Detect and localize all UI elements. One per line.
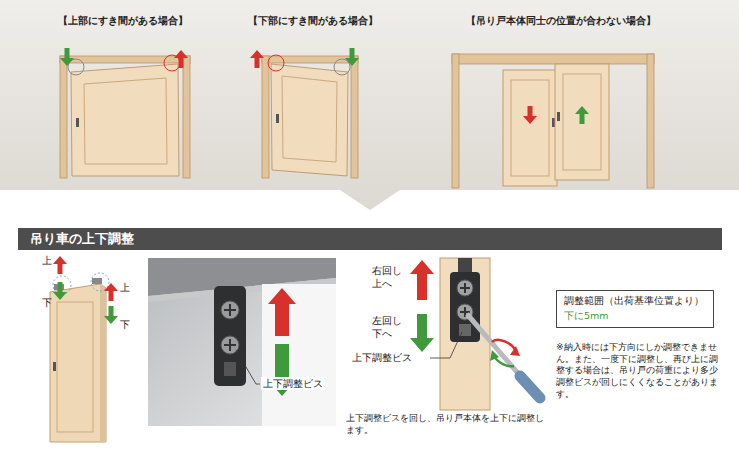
direction-label: 上 [120,281,130,294]
illustration-shape [224,304,236,316]
illustration-shape [276,114,279,123]
illustration-shape [183,56,190,178]
rotation-label: 左回し 下へ [372,314,405,340]
illustration-shape [224,339,236,351]
illustration-shape [104,283,118,301]
caption-text: 上下調整ビスを回し、吊り戸本体を上下に調整します。 [346,413,546,436]
illustration-shape [555,64,609,180]
illustration-shape [60,56,67,178]
illustration-shape [53,362,56,371]
illustration-shape [53,256,67,274]
rotation-label: 右回し 上へ [372,264,405,290]
illustration-shape [53,282,67,300]
illustration-shape [410,314,434,352]
illustration-shape [50,284,106,442]
range-box: 調整範囲（出荷基準位置より） 下に5mm [556,290,714,328]
double-door-frame [452,54,654,188]
illustration-shape [351,56,358,178]
illustration-shape [647,54,654,188]
illustration-shape [452,54,459,188]
direction-label: 上 [42,254,52,267]
note-text: ※納入時には下方向にしか調整できません。また、一度下に調整し、再び上に調整する場… [556,342,724,400]
illustration-shape [490,350,499,361]
door-frame-upper-gap [60,48,190,178]
part-label: 上下調整ビス [261,377,325,390]
illustration-shape [345,48,359,66]
direction-label: 下 [120,318,130,331]
illustration-shape [510,346,520,356]
illustration-shape [57,302,93,432]
illustration-shape [282,76,337,162]
section-heading: 【吊り戸本体同士の位置が合わない場合】 [466,14,656,27]
illustration-shape [214,286,246,386]
illustration-shape [100,284,106,442]
section-heading: 【下部にすき間がある場合】 [248,14,378,27]
door-illustration [50,256,118,442]
illustration-shape [523,106,537,124]
hanger-photo [148,258,336,426]
part-label: 上下調整ビス [350,351,414,364]
illustration-shape [224,362,236,376]
illustration-shape [92,278,102,284]
illustration-shape [221,301,239,319]
illustration-shape [271,64,348,176]
illustration-shape [492,340,516,352]
adjust-diagram [410,258,540,410]
illustration-shape [450,272,480,342]
door-frame-lower-gap [250,48,359,178]
illustration-shape [104,306,118,324]
illustration-shape [148,258,336,426]
illustration-shape [71,64,179,176]
illustration-shape [268,55,284,71]
box-heading: 吊り車の上下調整 [30,230,710,248]
illustration-shape [91,273,109,291]
box-heading: 調整範囲（出荷基準位置より） [564,295,706,308]
illustration-shape [262,284,336,426]
illustration-shape [221,336,239,354]
illustration-shape [334,59,350,75]
illustration-shape [60,48,74,66]
illustration-shape [467,314,522,378]
illustration-shape [563,74,601,170]
illustration-shape [557,112,560,121]
illustration-shape [458,258,472,272]
illustration-shape [520,376,540,398]
box-body: 下に5mm [564,310,706,323]
illustration-shape [511,80,549,176]
section-heading: 【上部にすき間がある場合】 [58,14,188,27]
illustration-shape [452,54,654,64]
illustration-shape [236,350,260,384]
illustration-shape [0,0,739,210]
direction-label: 下 [42,296,52,309]
illustration-shape [262,56,269,178]
illustration-shape [457,280,473,296]
illustration-shape [268,288,296,336]
illustration-shape [503,70,557,186]
illustration-shape [460,283,470,293]
illustration-shape [575,106,589,124]
illustration-shape [174,50,188,68]
illustration-shape [84,78,167,164]
illustration-shape [250,50,264,68]
illustration-shape [76,118,79,127]
illustration-shape [410,260,434,300]
section-band: 吊り車の上下調整 [18,228,722,250]
illustration-shape [430,332,462,358]
